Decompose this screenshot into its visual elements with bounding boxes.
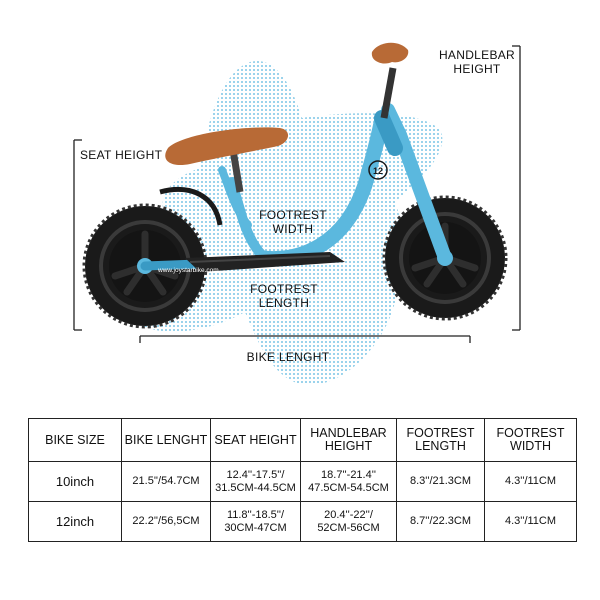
brand-text: www.joystarbike.com — [157, 267, 219, 274]
cell-footrest-width: 4.3''/11CM — [484, 461, 577, 502]
cell-bike-size: 10inch — [28, 461, 122, 502]
cell-bike-size: 12inch — [28, 501, 122, 542]
seat-height-label: SEAT HEIGHT — [80, 148, 163, 162]
header-bike-size: BIKE SIZE — [28, 418, 122, 462]
cell-footrest-length: 8.7''/22.3CM — [396, 501, 485, 542]
dimension-lines — [73, 45, 521, 343]
cell-handlebar-height: 18.7''-21.4'' 47.5CM-54.5CM — [300, 461, 397, 502]
bike-illustration: www.joystarbike.com 12 — [73, 42, 521, 385]
footrest-board — [185, 252, 345, 272]
cell-seat-height: 11.8''-18.5''/ 30CM-47CM — [210, 501, 301, 542]
handlebar — [371, 42, 409, 119]
cell-handlebar-height: 20.4''-22''/ 52CM-56CM — [300, 501, 397, 542]
seat-post — [229, 149, 244, 193]
table-row: 12inch 22.2''/56,5CM 11.8''-18.5''/ 30CM… — [28, 501, 577, 542]
cell-footrest-width: 4.3''/11CM — [484, 501, 577, 542]
cell-bike-length: 21.5''/54.7CM — [121, 461, 211, 502]
table-header-row: BIKE SIZE BIKE LENGHT SEAT HEIGHT HANDLE… — [28, 418, 577, 462]
table-row: 10inch 21.5''/54.7CM 12.4''-17.5''/ 31.5… — [28, 461, 577, 502]
footrest-width-label: FOOTREST WIDTH — [259, 208, 327, 236]
header-bike-length: BIKE LENGHT — [121, 418, 211, 462]
header-footrest-width: FOOTREST WIDTH — [484, 418, 577, 462]
header-handlebar-height: HANDLEBAR HEIGHT — [300, 418, 397, 462]
handlebar-height-label: HANDLEBAR HEIGHT — [438, 48, 516, 76]
cell-footrest-length: 8.3''/21.3CM — [396, 461, 485, 502]
size-spec-table: BIKE SIZE BIKE LENGHT SEAT HEIGHT HANDLE… — [28, 418, 577, 542]
bike-length-label: BIKE LENGHT — [246, 350, 330, 364]
footrest-length-label: FOOTREST LENGTH — [250, 282, 318, 310]
frame-number: 12 — [373, 166, 383, 176]
rear-fender — [159, 186, 223, 226]
frame-number-badge — [368, 160, 388, 180]
cell-seat-height: 12.4''-17.5''/ 31.5CM-44.5CM — [210, 461, 301, 502]
bike-dimension-figure: www.joystarbike.com 12 HANDLEBAR HEIGHT … — [73, 42, 521, 385]
cell-bike-length: 22.2''/56,5CM — [121, 501, 211, 542]
header-footrest-length: FOOTREST LENGTH — [396, 418, 485, 462]
header-seat-height: SEAT HEIGHT — [210, 418, 301, 462]
seat — [165, 127, 289, 166]
